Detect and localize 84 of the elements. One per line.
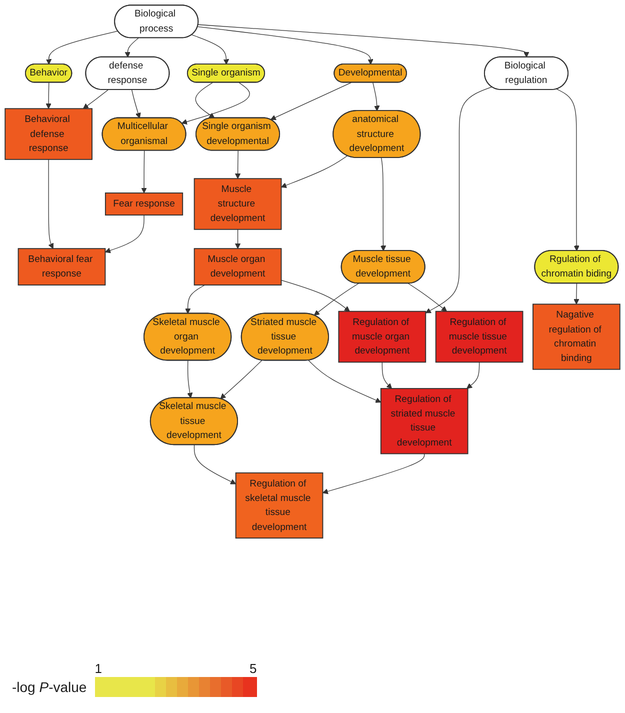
node-label: Regulation of muscle organ development bbox=[351, 315, 411, 358]
node-label: Single organism bbox=[192, 66, 260, 80]
arrow bbox=[185, 284, 206, 314]
term-oval bbox=[85, 56, 170, 90]
node-label: Skeletal muscle tissue development bbox=[158, 400, 228, 442]
node-label: anatomical structure development bbox=[348, 112, 406, 156]
node-label: Regulation of striated muscle tissue development bbox=[390, 392, 456, 450]
arrow bbox=[197, 26, 374, 65]
arrow bbox=[408, 283, 448, 312]
node-label: Striated muscle tissue development bbox=[250, 315, 318, 358]
term-box bbox=[235, 472, 324, 539]
arrow bbox=[234, 229, 241, 249]
arrow bbox=[280, 155, 348, 188]
arrow bbox=[314, 283, 359, 316]
arrow bbox=[104, 214, 144, 254]
node-label: Biological regulation bbox=[503, 59, 548, 88]
arrow bbox=[48, 159, 54, 249]
term-box bbox=[338, 310, 426, 363]
node-label: Nagative regulation of chromatin binding bbox=[548, 308, 602, 366]
arrow bbox=[556, 88, 580, 252]
node-label: Regulation of muscle tissue development bbox=[448, 315, 508, 358]
arrow bbox=[308, 360, 382, 403]
arrow bbox=[466, 362, 480, 389]
term-box bbox=[380, 388, 468, 454]
arrow bbox=[124, 38, 139, 58]
arrow bbox=[198, 24, 530, 58]
term-oval bbox=[24, 64, 72, 83]
node-label: Regulation of skeletal muscle tissue development bbox=[244, 477, 312, 534]
term-box bbox=[104, 192, 184, 216]
node-label: Behavioral defense response bbox=[24, 112, 71, 156]
node-label: Muscle tissue development bbox=[352, 252, 412, 281]
term-oval bbox=[196, 117, 280, 151]
term-box bbox=[435, 310, 524, 363]
term-oval bbox=[334, 64, 407, 83]
arrow bbox=[46, 30, 118, 65]
node-label: Rgulation of chromatin biding bbox=[540, 252, 612, 281]
arrow bbox=[270, 82, 352, 120]
arrow bbox=[382, 362, 392, 389]
node-label: Muscle organ development bbox=[206, 252, 266, 281]
node-label: Behavior bbox=[30, 66, 68, 80]
term-oval bbox=[144, 312, 232, 361]
arrow bbox=[194, 444, 236, 484]
term-oval bbox=[240, 312, 329, 361]
scale-tick-label: 5 bbox=[249, 661, 257, 677]
arrow bbox=[141, 150, 147, 194]
node-label: Skeletal muscle organ development bbox=[152, 315, 221, 358]
arrow bbox=[46, 82, 52, 109]
arrow bbox=[187, 360, 193, 398]
term-box bbox=[4, 108, 92, 160]
arrow bbox=[131, 89, 141, 118]
node-label: Multicellular organismal bbox=[116, 120, 169, 148]
term-box bbox=[194, 248, 282, 286]
arrow bbox=[574, 283, 580, 304]
arrow bbox=[182, 82, 250, 124]
arrow bbox=[82, 89, 108, 109]
arrow bbox=[220, 360, 262, 400]
arrow bbox=[195, 82, 215, 118]
node-label: Developmental bbox=[338, 66, 402, 80]
arrow bbox=[192, 34, 230, 65]
node-label: Single organism developmental bbox=[202, 120, 272, 148]
arrow bbox=[322, 453, 425, 494]
term-box bbox=[194, 178, 282, 230]
term-oval bbox=[332, 110, 421, 158]
node-label: Muscle structure development bbox=[209, 182, 266, 226]
node-label: defense response bbox=[106, 59, 148, 88]
term-oval bbox=[484, 56, 568, 90]
node-label: Biological process bbox=[134, 7, 177, 36]
term-box bbox=[532, 304, 620, 370]
arrow bbox=[372, 82, 380, 112]
scale-title: -log P-value bbox=[12, 679, 87, 695]
arrow bbox=[380, 158, 386, 252]
term-oval bbox=[186, 64, 266, 83]
node-label: Behavioral fear response bbox=[27, 252, 94, 281]
term-box bbox=[18, 248, 106, 286]
node-label: Fear response bbox=[113, 197, 175, 211]
term-oval bbox=[340, 250, 426, 284]
term-oval bbox=[102, 117, 186, 151]
term-oval bbox=[150, 397, 238, 446]
arrow bbox=[234, 150, 241, 179]
arrow bbox=[280, 280, 350, 312]
scale-tick-label: 1 bbox=[94, 661, 102, 677]
term-oval bbox=[114, 4, 199, 38]
arrow bbox=[425, 86, 492, 314]
term-oval bbox=[534, 250, 619, 284]
